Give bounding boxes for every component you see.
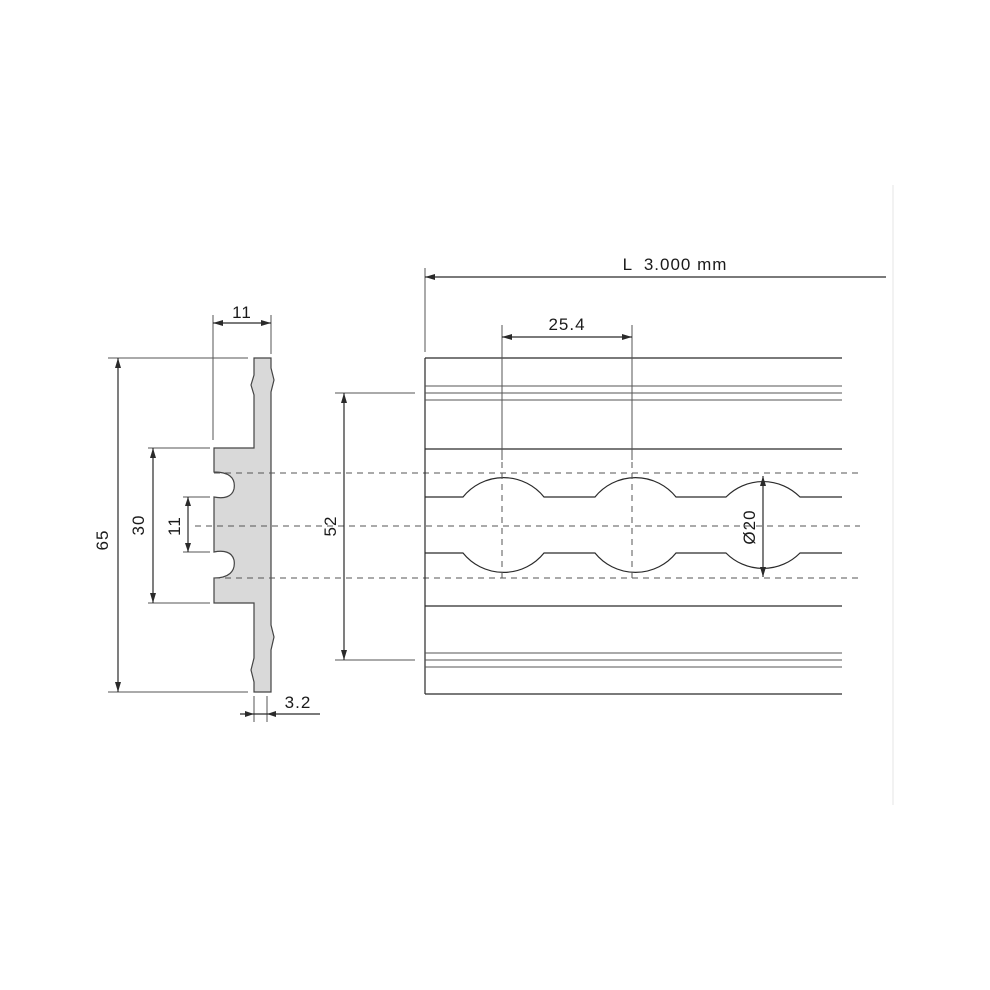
dim-label-length: L 3.000 mm	[623, 255, 728, 274]
slot-edge-bottom	[425, 552, 842, 573]
dim-label-11-horizontal: 11	[232, 303, 252, 322]
dim-label-65: 65	[93, 530, 112, 551]
arrow-icon	[425, 274, 435, 280]
slot-edge-top	[425, 477, 842, 498]
dim-label-30: 30	[129, 515, 148, 536]
dim-label-11-vertical: 11	[165, 516, 184, 536]
arrow-icon	[245, 711, 276, 717]
dim-label-3-2: 3.2	[285, 693, 312, 712]
dim-label-52: 52	[321, 516, 340, 537]
rail-side-view: 25.4 Ø20 L 3.000 mm 52	[321, 255, 886, 695]
profile-shape	[213, 357, 275, 693]
cross-section-view: 65 30 11 11 3.2	[93, 303, 320, 722]
dim-label-25-4: 25.4	[548, 315, 585, 334]
dim-label-diameter: Ø20	[740, 509, 759, 544]
projection-lines	[195, 472, 860, 579]
